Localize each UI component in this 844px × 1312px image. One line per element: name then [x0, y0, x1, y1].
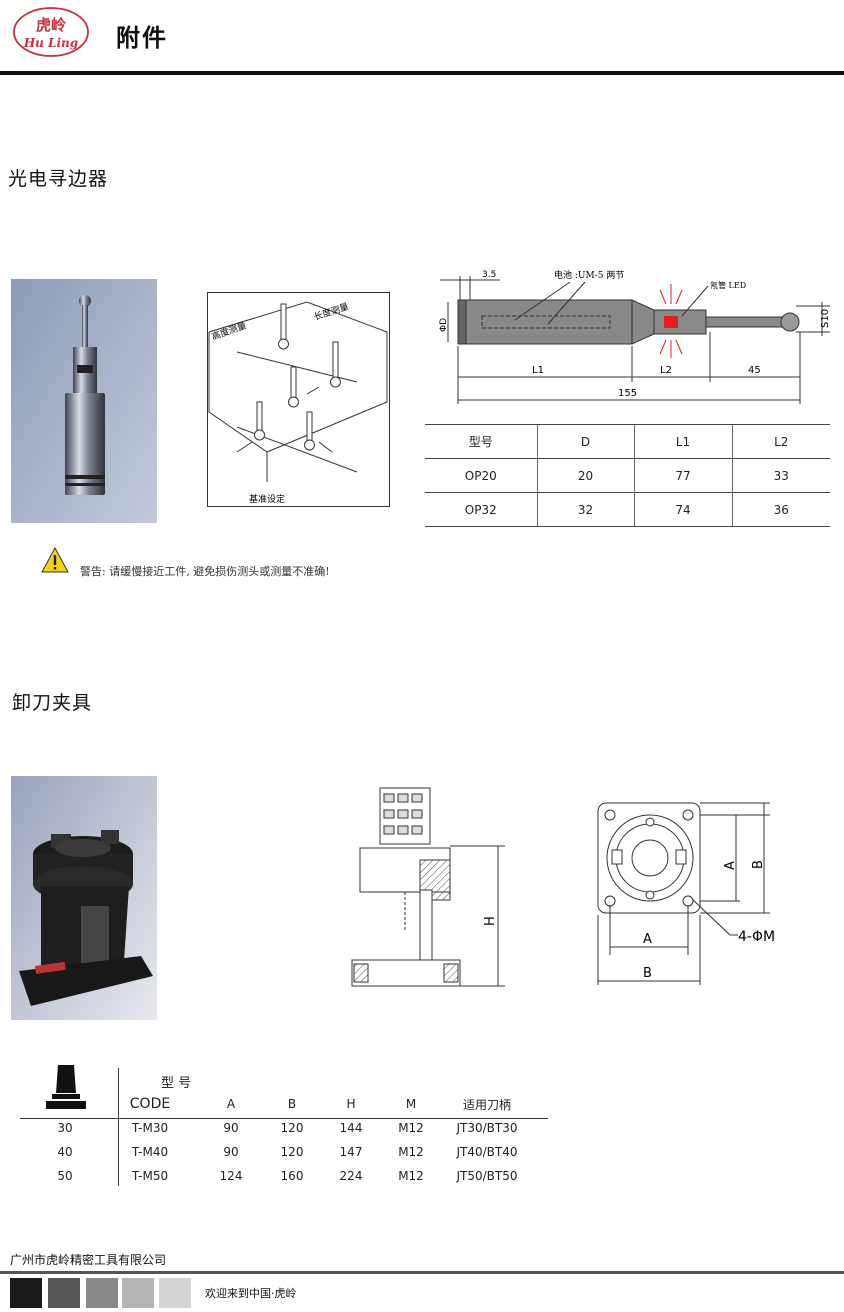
dim-H: H — [483, 916, 498, 926]
table-cell: 224 — [339, 1169, 363, 1183]
dim-offset: 3.5 — [482, 270, 496, 280]
table-header-cell: L1 — [633, 424, 732, 459]
table-row: OP32 32 74 36 — [425, 492, 830, 527]
table-cell: JT50/BT50 — [456, 1169, 518, 1183]
table-cell: M12 — [398, 1121, 424, 1135]
table-cell: JT30/BT30 — [456, 1121, 518, 1135]
dim-B-horizontal: B — [643, 966, 652, 981]
dim-A-vertical: A — [723, 861, 738, 870]
table-cell: 40 — [57, 1145, 73, 1159]
table-cell: 144 — [339, 1121, 363, 1135]
label-battery: 电池 :UM-5 两节 — [554, 269, 624, 281]
table-cell: T-M30 — [131, 1121, 169, 1135]
table-cell: 33 — [731, 458, 830, 493]
footer-company-name: 广州市虎岭精密工具有限公司 — [10, 1253, 167, 1267]
table-cell: 160 — [280, 1169, 304, 1183]
dim-L1: L1 — [532, 365, 544, 376]
dim-diameter: ΦD — [439, 318, 449, 332]
warning-icon — [40, 546, 70, 578]
page-title: 附件 — [116, 24, 168, 52]
logo-text-bottom: Hu Ling — [23, 36, 78, 50]
tool-holder-side-drawing: H — [350, 780, 510, 990]
dim-tip: 45 — [748, 365, 761, 376]
table-header-row: 型号 D L1 L2 — [425, 424, 830, 459]
header-divider — [0, 71, 844, 75]
label-datum-setting: 基准设定 — [249, 493, 285, 505]
table-divider — [118, 1068, 119, 1186]
table-cell: T-M40 — [131, 1145, 169, 1159]
table-cell: T-M50 — [131, 1169, 169, 1183]
tool-holder-spec-table: CODE A B H M 适用刀柄 30 T-M30 90 120 144 M1… — [30, 1092, 532, 1188]
table-cell: 74 — [633, 492, 732, 527]
table-header-cell: L2 — [731, 424, 830, 459]
tool-holder-photo — [11, 776, 157, 1020]
table-header-cell — [30, 1092, 100, 1116]
footer-swatch — [159, 1278, 191, 1308]
dim-A-horizontal: A — [643, 932, 652, 947]
table-row: 40 T-M40 90 120 147 M12 JT40/BT40 — [30, 1140, 532, 1164]
table-cell: 50 — [57, 1169, 73, 1183]
dim-ball: S10 — [820, 309, 831, 328]
footer-swatch — [10, 1278, 42, 1308]
table-header-cell: H — [346, 1097, 356, 1111]
footer-swatch — [122, 1278, 154, 1308]
edge-finder-usage-diagram: 高度测量 长度测量 基准设定 — [207, 292, 390, 507]
label-led: 氖管 LED — [710, 280, 746, 290]
table-row: OP20 20 77 33 — [425, 458, 830, 493]
edge-finder-dimension-drawing: 3.5 ΦD 电池 :UM-5 两节 氖管 LED S10 — [420, 262, 832, 410]
table-cell: 30 — [57, 1121, 73, 1135]
holder-table-header-top: 型 号 — [161, 1076, 192, 1091]
footer-welcome: 欢迎来到中国·虎岭 — [205, 1287, 297, 1300]
table-header-row: CODE A B H M 适用刀柄 — [30, 1092, 532, 1116]
dim-total: 155 — [618, 388, 637, 399]
section-title-edge-finder: 光电寻边器 — [8, 168, 109, 190]
table-header-rule — [20, 1118, 548, 1119]
tool-holder-top-drawing: A B A B 4-ΦM — [590, 795, 810, 990]
table-cell: 147 — [339, 1145, 363, 1159]
table-header-cell: 适用刀柄 — [462, 1097, 511, 1112]
table-cell: OP32 — [425, 492, 537, 527]
edge-finder-photo — [11, 279, 157, 523]
table-cell: 36 — [731, 492, 830, 527]
table-header-cell: 型号 — [425, 424, 537, 459]
table-cell: 90 — [223, 1145, 239, 1159]
edge-finder-spec-table: 型号 D L1 L2 OP20 20 77 33 OP32 32 74 36 — [425, 424, 830, 527]
table-header-cell: B — [287, 1097, 297, 1111]
dim-L2: L2 — [660, 365, 672, 376]
footer-swatch — [48, 1278, 80, 1308]
table-header-cell: A — [226, 1097, 236, 1111]
section-title-tool-holder: 卸刀夹具 — [12, 692, 93, 714]
table-cell: OP20 — [425, 458, 537, 493]
label-length-measure: 长度测量 — [312, 300, 350, 323]
company-logo: 虎岭 Hu Ling — [12, 6, 90, 58]
logo-text-top: 虎岭 — [36, 16, 66, 34]
warning-text: 警告: 请缓慢接近工件, 避免损伤测头或测量不准确! — [80, 565, 330, 578]
table-cell: M12 — [398, 1145, 424, 1159]
table-header-cell: M — [405, 1097, 417, 1111]
table-row: 50 T-M50 124 160 224 M12 JT50/BT50 — [30, 1164, 532, 1188]
footer-swatch — [86, 1278, 118, 1308]
table-cell: 77 — [633, 458, 732, 493]
table-cell: 90 — [223, 1121, 239, 1135]
table-header-cell: D — [536, 424, 634, 459]
footer-divider — [0, 1271, 844, 1274]
taper-shank-icon — [40, 1063, 90, 1113]
table-cell: 120 — [280, 1121, 304, 1135]
table-cell: M12 — [398, 1169, 424, 1183]
table-cell: 20 — [536, 458, 634, 493]
table-cell: 124 — [219, 1169, 243, 1183]
table-header-cell: CODE — [129, 1096, 171, 1112]
dim-holes: 4-ΦM — [738, 929, 775, 945]
dim-B-vertical: B — [751, 860, 766, 869]
table-cell: 120 — [280, 1145, 304, 1159]
table-row: 30 T-M30 90 120 144 M12 JT30/BT30 — [30, 1116, 532, 1140]
label-height-measure: 高度测量 — [210, 319, 248, 343]
table-cell: 32 — [536, 492, 634, 527]
table-cell: JT40/BT40 — [456, 1145, 518, 1159]
